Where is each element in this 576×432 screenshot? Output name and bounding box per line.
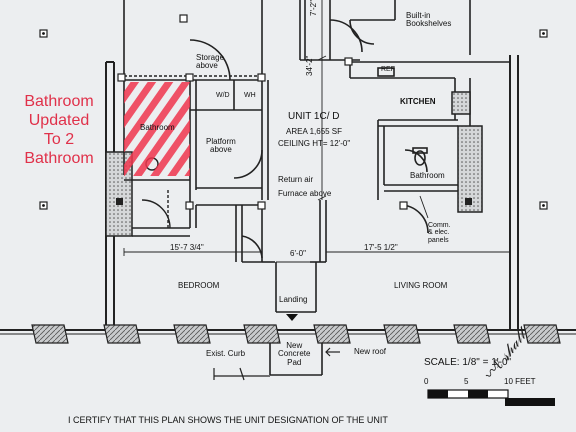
exist-curb-label: Exist. Curb <box>206 349 246 358</box>
dimension-6-0: 6'-0" <box>290 249 306 258</box>
note-line: Bathroom <box>24 93 94 110</box>
bedroom-label: BEDROOM <box>178 281 220 290</box>
furnace-label: Furnace above <box>278 189 332 198</box>
scale-label: SCALE: 1/8" = 1'-0" <box>424 357 512 368</box>
scale-tick-10: 10 FEET <box>504 377 536 386</box>
bathroom-update-note: Bathroom Updated To 2 Bathroom <box>14 92 104 168</box>
scale-tick-5: 5 <box>464 377 469 386</box>
unit-title: UNIT 1C/ D <box>288 111 340 122</box>
living-room-label: LIVING ROOM <box>394 281 448 290</box>
water-heater-label: WH <box>244 92 256 99</box>
washer-dryer-label: W/D <box>216 92 230 99</box>
right-bathroom-label: Bathroom <box>410 171 445 180</box>
scale-bar <box>427 389 555 406</box>
unit-area: AREA 1,655 SF <box>286 127 343 136</box>
note-line: To 2 <box>43 131 75 148</box>
new-roof-label: New roof <box>354 347 387 356</box>
note-line: Bathroom <box>24 150 94 167</box>
note-line: Updated <box>28 112 90 129</box>
kitchen-label: KITCHEN <box>400 97 436 106</box>
dimension-15-7: 15'-7 3/4" <box>170 243 204 252</box>
landing-label: Landing <box>279 295 308 304</box>
bathroom-highlight <box>124 82 190 176</box>
certification-text: I CERTIFY THAT THIS PLAN SHOWS THE UNIT … <box>68 415 388 425</box>
dimension-17-5: 17'-5 1/2" <box>364 243 398 252</box>
left-bathroom-label: Bathroom <box>140 123 175 132</box>
refrigerator-label: REF <box>381 66 395 73</box>
ceiling-height: CEILING HT= 12'-0" <box>278 139 351 148</box>
dimension-34-2: 34'-2" <box>305 55 314 76</box>
comm-panels-label: Comm.& elec.panels <box>428 222 451 244</box>
scale-tick-0: 0 <box>424 377 429 386</box>
dimension-7-2: 7'-2" <box>309 0 318 16</box>
return-air-label: Return air <box>278 175 314 184</box>
